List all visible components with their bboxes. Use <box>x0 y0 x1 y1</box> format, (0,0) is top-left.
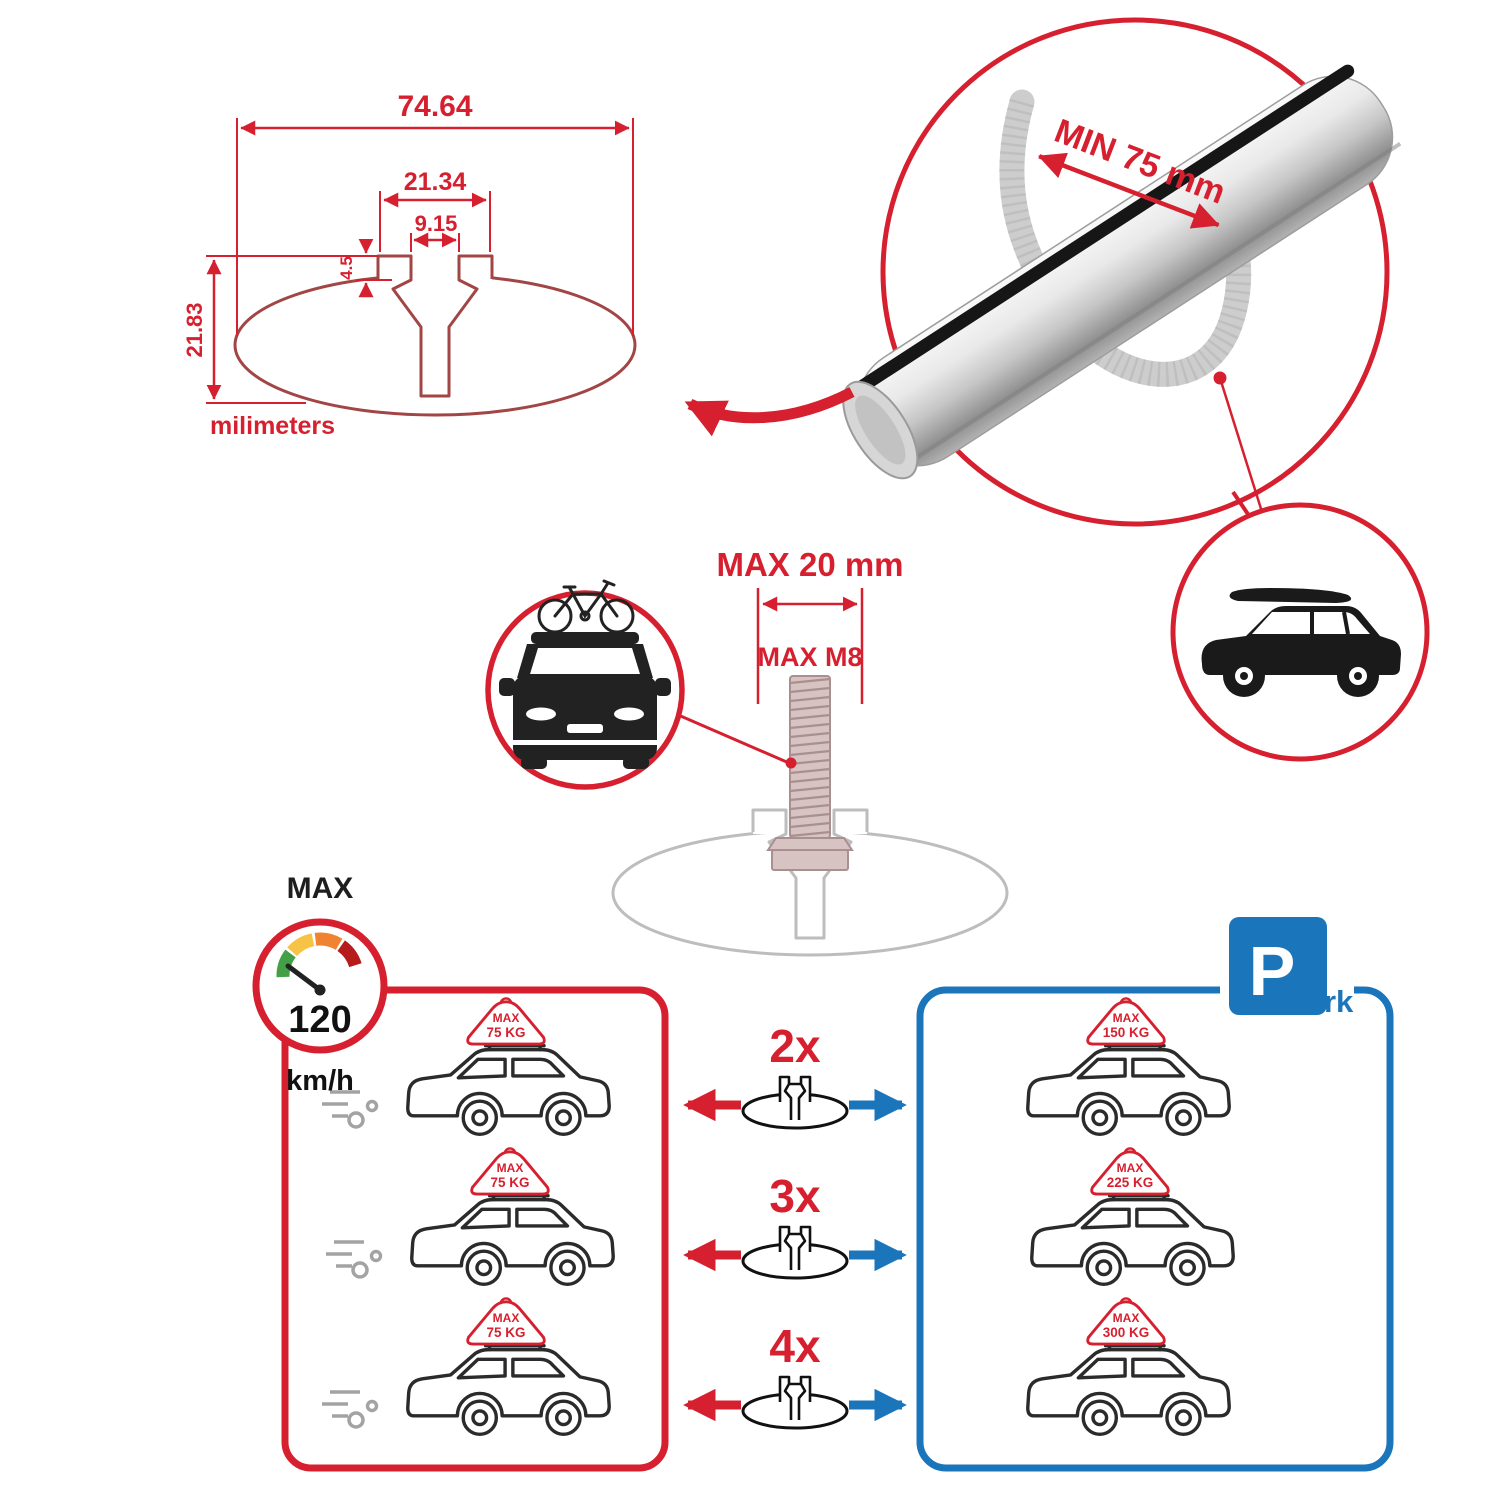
bolt-leader-dot <box>785 757 797 769</box>
bar-count-label: 3x <box>769 1170 821 1222</box>
load-tag-value: 75 KG <box>490 1175 529 1190</box>
load-tag-value: 150 KG <box>1103 1025 1150 1040</box>
bar-detail-circle: MIN 75 mm <box>684 17 1402 528</box>
car-front-icon <box>499 632 671 769</box>
roofbox-suv-icon <box>1201 588 1401 697</box>
bolt-diagram: MAX 20 mm MAX M8 <box>611 546 1009 957</box>
bike-car-circle <box>485 579 685 790</box>
bar-cross-section-icon <box>741 1224 849 1280</box>
load-tag-max: MAX <box>497 1161 524 1175</box>
smoke-icon <box>322 1090 379 1129</box>
dim-total-width: 74.64 <box>397 90 472 123</box>
max-thread-label: MAX M8 <box>757 642 862 672</box>
max-bolt-width-label: MAX 20 mm <box>716 546 903 583</box>
load-tag-value: 75 KG <box>486 1325 525 1340</box>
bar-cross-section-icon <box>741 1374 849 1430</box>
speed-max-label: MAX <box>287 872 354 905</box>
driving-zone-box: MAX 75 KG MAX 75 KG MAX 75 KG <box>281 986 669 1472</box>
aluminum-bar-icon <box>842 64 1402 480</box>
min-span-arrow <box>1037 152 1220 229</box>
bar-profile-ellipse <box>233 273 637 417</box>
bar-count-row: 3x <box>683 1170 907 1280</box>
roofbox-car-circle <box>1170 502 1430 762</box>
park-suffix: ark <box>1307 984 1354 1019</box>
dim-profile-height: 21.83 <box>182 302 207 357</box>
park-letter: P <box>1249 932 1296 1010</box>
units-label: milimeters <box>210 412 335 440</box>
load-tag-max: MAX <box>1113 1011 1140 1025</box>
bar-count-column: 2x 3x 4x <box>683 1020 907 1430</box>
load-tag-value: 225 KG <box>1107 1175 1154 1190</box>
bar-count-label: 2x <box>769 1020 821 1072</box>
bar-count-label: 4x <box>769 1320 821 1372</box>
load-tag-max: MAX <box>493 1311 520 1325</box>
load-tag-max: MAX <box>1113 1311 1140 1325</box>
gauge-needle <box>285 963 323 993</box>
dim-channel-width: 21.34 <box>404 168 467 196</box>
bar-count-row: 2x <box>683 1020 907 1130</box>
clamp-ghost-icon <box>999 89 1252 387</box>
load-tag-value: 75 KG <box>486 1025 525 1040</box>
dim-lip-height: 4.5 <box>337 256 356 280</box>
t-slot-channel <box>376 254 494 398</box>
load-tag-max: MAX <box>1117 1161 1144 1175</box>
smoke-icon <box>326 1240 383 1279</box>
bar-cross-section-icon <box>741 1074 849 1130</box>
load-tag-value: 300 KG <box>1103 1325 1150 1340</box>
bolt-leader-line <box>675 712 790 765</box>
park-sign: P ark <box>1220 908 1354 1028</box>
smoke-icon <box>322 1390 379 1429</box>
parking-zone-box: MAX 150 KG MAX 225 KG MAX 300 KG P ark <box>916 908 1394 1472</box>
cross-section-diagram: 74.64 21.34 9.15 4.5 21.83 milimeters <box>182 90 637 440</box>
leader-line <box>1218 377 1264 513</box>
dim-slot-width: 9.15 <box>415 211 458 236</box>
bar-count-row: 4x <box>683 1320 907 1430</box>
left-arrow-icon <box>684 387 855 437</box>
load-tag-max: MAX <box>493 1011 520 1025</box>
speed-units: km/h <box>286 1065 354 1097</box>
t-bolt-icon <box>766 675 854 871</box>
speedometer: MAX 120 km/h <box>252 872 388 1097</box>
speed-value: 120 <box>288 999 351 1041</box>
gauge-arc <box>276 932 362 978</box>
